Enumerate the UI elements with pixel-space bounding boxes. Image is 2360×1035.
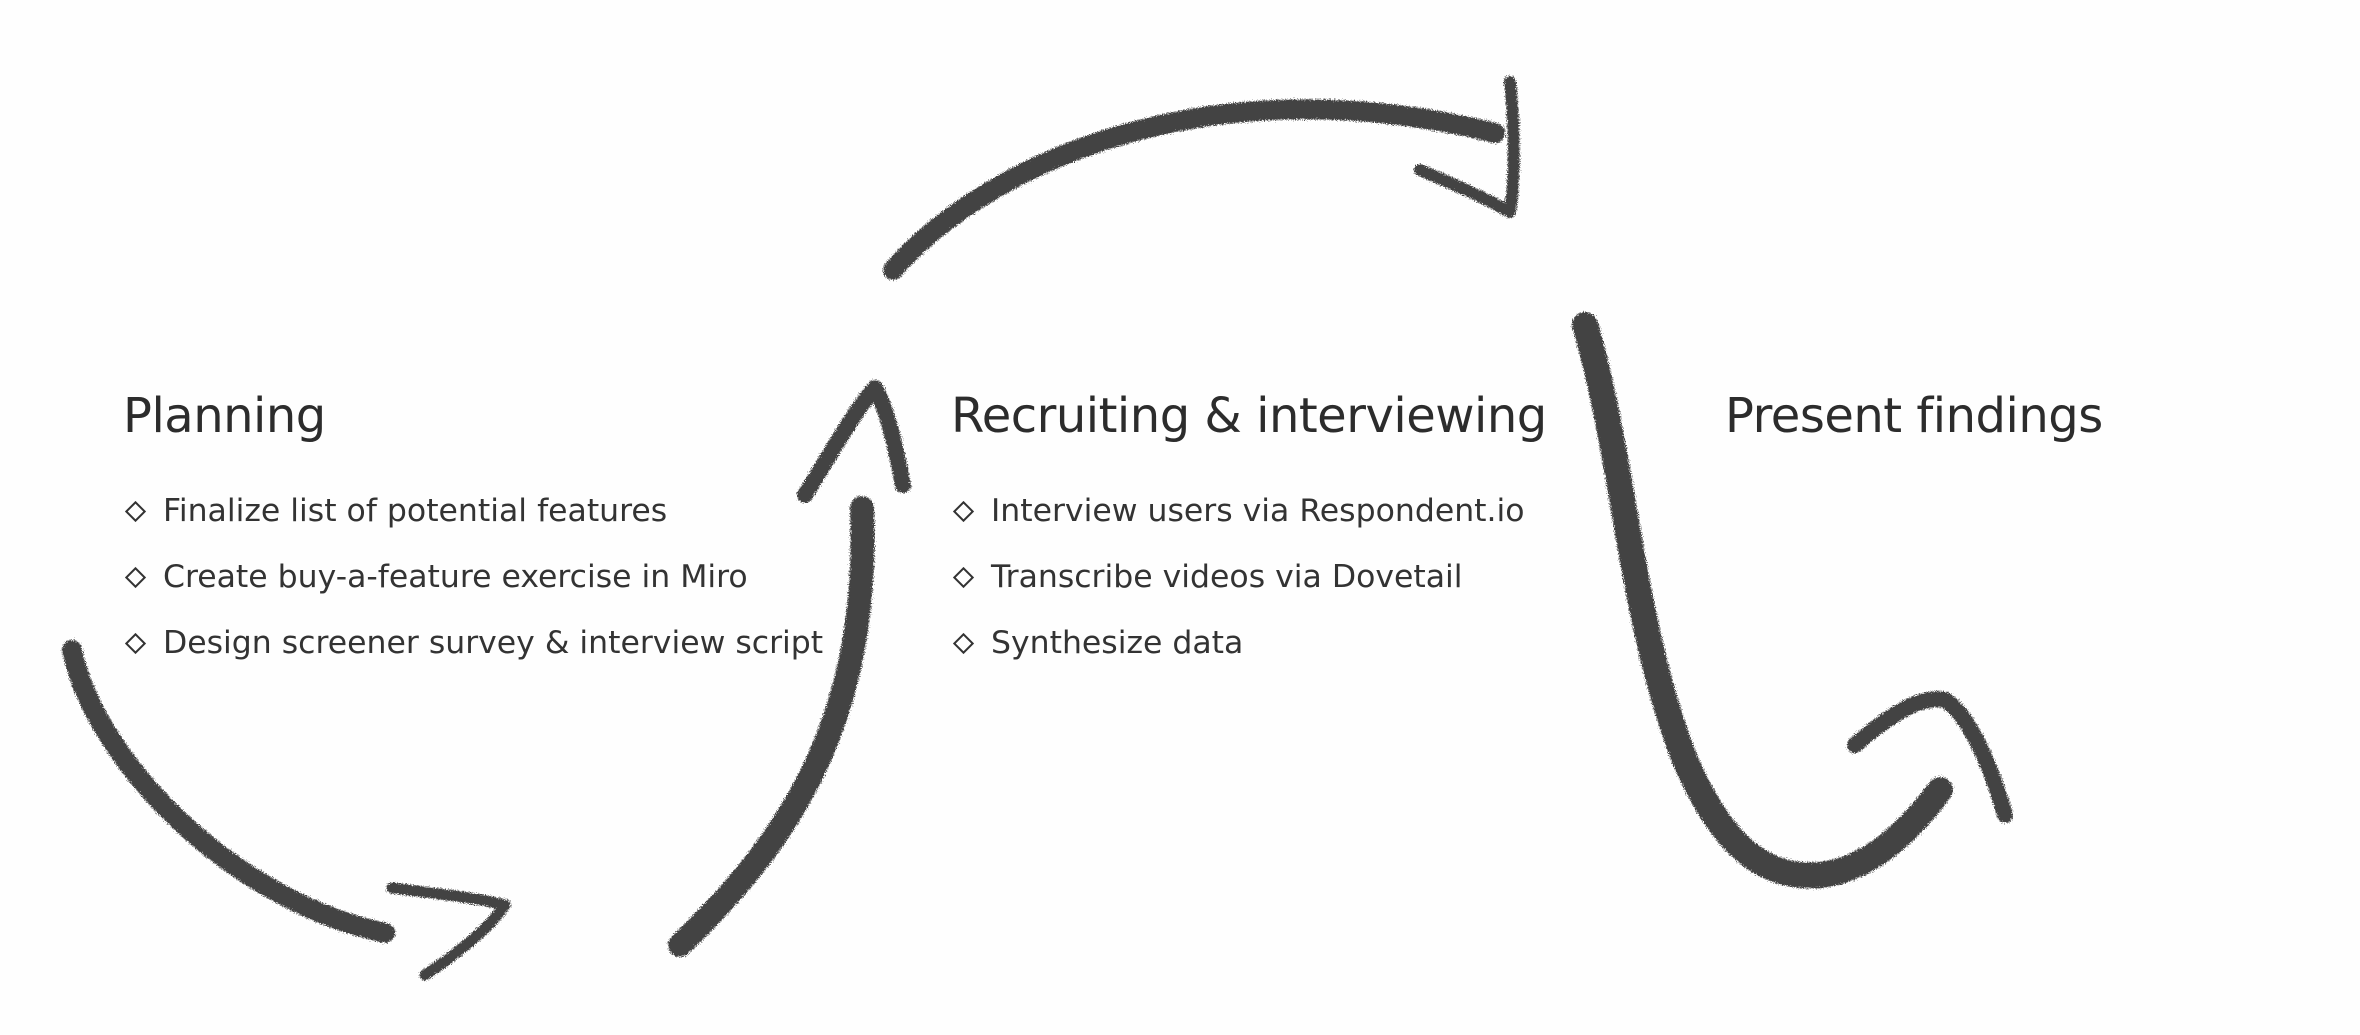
task-label: Create buy-a-feature exercise in Miro	[163, 559, 748, 595]
stage-title: Planning	[123, 388, 326, 444]
diamond-bullet-icon	[124, 632, 147, 654]
task-label: Transcribe videos via Dovetail	[991, 559, 1463, 595]
arrow-bottom-left-icon	[62, 640, 511, 981]
task-list: Finalize list of potential features Crea…	[123, 478, 823, 676]
list-item: Synthesize data	[951, 610, 1547, 676]
list-item: Interview users via Respondent.io	[951, 478, 1547, 544]
task-list: Interview users via Respondent.io Transc…	[951, 478, 1547, 676]
diamond-bullet-icon	[124, 566, 147, 588]
diamond-bullet-icon	[952, 632, 975, 654]
task-label: Design screener survey & interview scrip…	[163, 625, 824, 661]
list-item: Finalize list of potential features	[123, 478, 823, 544]
diamond-bullet-icon	[124, 500, 147, 522]
stage-recruiting-interviewing: Recruiting & interviewing Interview user…	[951, 388, 1547, 676]
stage-planning: Planning Finalize list of potential feat…	[123, 388, 823, 676]
stage-present-findings: Present findings	[1725, 388, 2103, 478]
list-item: Design screener survey & interview scrip…	[123, 610, 823, 676]
list-item: Create buy-a-feature exercise in Miro	[123, 544, 823, 610]
arrow-top-arc-icon	[883, 76, 1520, 280]
arrow-right-swoop-icon	[1572, 312, 2013, 889]
task-label: Interview users via Respondent.io	[991, 493, 1525, 529]
diamond-bullet-icon	[952, 566, 975, 588]
task-label: Finalize list of potential features	[163, 493, 668, 529]
arrow-left-up-icon	[668, 380, 911, 957]
diamond-bullet-icon	[952, 500, 975, 522]
stage-title: Present findings	[1725, 388, 2103, 444]
list-item: Transcribe videos via Dovetail	[951, 544, 1547, 610]
task-label: Synthesize data	[991, 625, 1244, 661]
stage-title: Recruiting & interviewing	[951, 388, 1547, 444]
